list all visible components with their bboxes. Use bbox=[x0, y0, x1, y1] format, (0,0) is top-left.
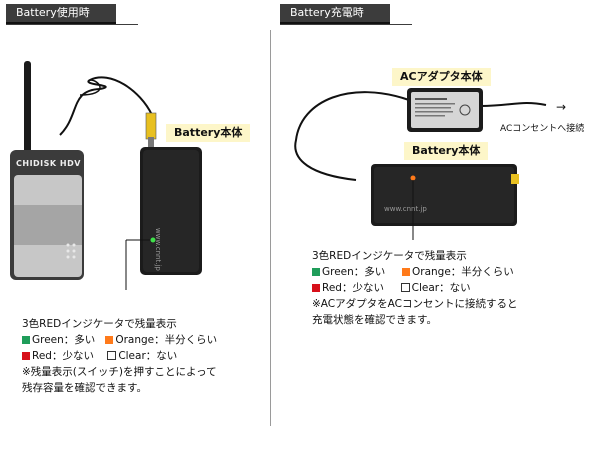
hdv-device-illustration bbox=[10, 61, 202, 290]
red-square-icon bbox=[22, 352, 30, 360]
green-label: Green：多い bbox=[322, 266, 386, 278]
red-square-icon bbox=[312, 284, 320, 292]
clear-square-icon bbox=[400, 283, 410, 292]
battery-label: Battery本体 bbox=[404, 142, 489, 160]
battery-label: Battery本体 bbox=[166, 124, 251, 142]
indicator-led bbox=[150, 237, 156, 243]
orange-label: Orange：半分くらい bbox=[412, 266, 514, 278]
tab-title: Battery使用時 bbox=[16, 6, 90, 19]
outlet-label: ACコンセントへ接続 bbox=[500, 124, 585, 134]
orange-square-icon bbox=[402, 268, 411, 276]
orange-label: Orange：半分くらい bbox=[115, 334, 218, 346]
tab-battery-charging: Battery充電時 bbox=[280, 4, 390, 24]
section-divider bbox=[270, 30, 271, 426]
note-line-2: 充電状態を確認できます。 bbox=[312, 314, 437, 326]
legend-row-1: Green：多い Orange：半分くらい bbox=[312, 264, 517, 280]
left-description: 3色REDインジケータで残量表示 Green：多い Orange：半分くらい R… bbox=[22, 316, 217, 396]
clear-label: Clear：ない bbox=[118, 350, 178, 362]
legend-row-1: Green：多い Orange：半分くらい bbox=[22, 332, 217, 348]
note-line-1: ※残量表示(スイッチ)を押すことによって bbox=[22, 366, 217, 378]
clear-square-icon bbox=[107, 351, 117, 360]
indicator-heading: 3色REDインジケータで残量表示 bbox=[312, 250, 467, 262]
red-label: Red：少ない bbox=[32, 350, 94, 362]
red-label: Red：少ない bbox=[322, 282, 384, 294]
tab-underline bbox=[6, 24, 138, 25]
note-line-1: ※ACアダプタをACコンセントに接続すると bbox=[312, 298, 518, 310]
charging-illustration bbox=[294, 88, 547, 240]
legend-row-2: Red：少ない Clear：ない bbox=[22, 348, 217, 364]
green-label: Green：多い bbox=[32, 334, 96, 346]
tab-title: Battery充電時 bbox=[290, 6, 364, 19]
battery-url-label: www.cnnt.jp bbox=[154, 228, 162, 271]
note-line-2: 残存容量を確認できます。 bbox=[22, 382, 147, 394]
clear-label: Clear：ない bbox=[411, 282, 471, 294]
green-square-icon bbox=[22, 336, 30, 344]
adapter-label: ACアダプタ本体 bbox=[392, 68, 491, 86]
battery-url-label: www.cnnt.jp bbox=[384, 205, 427, 213]
indicator-heading: 3色REDインジケータで残量表示 bbox=[22, 318, 177, 330]
tab-battery-in-use: Battery使用時 bbox=[6, 4, 116, 24]
charging-led bbox=[410, 175, 416, 181]
orange-square-icon bbox=[105, 336, 114, 344]
green-square-icon bbox=[312, 268, 320, 276]
device-brand-label: CHIDISK HDV bbox=[16, 159, 81, 168]
legend-row-2: Red：少ない Clear：ない bbox=[312, 280, 517, 296]
arrow-right-icon: → bbox=[556, 100, 567, 114]
tab-underline bbox=[280, 24, 412, 25]
right-description: 3色REDインジケータで残量表示 Green：多い Orange：半分くらい R… bbox=[312, 248, 517, 328]
